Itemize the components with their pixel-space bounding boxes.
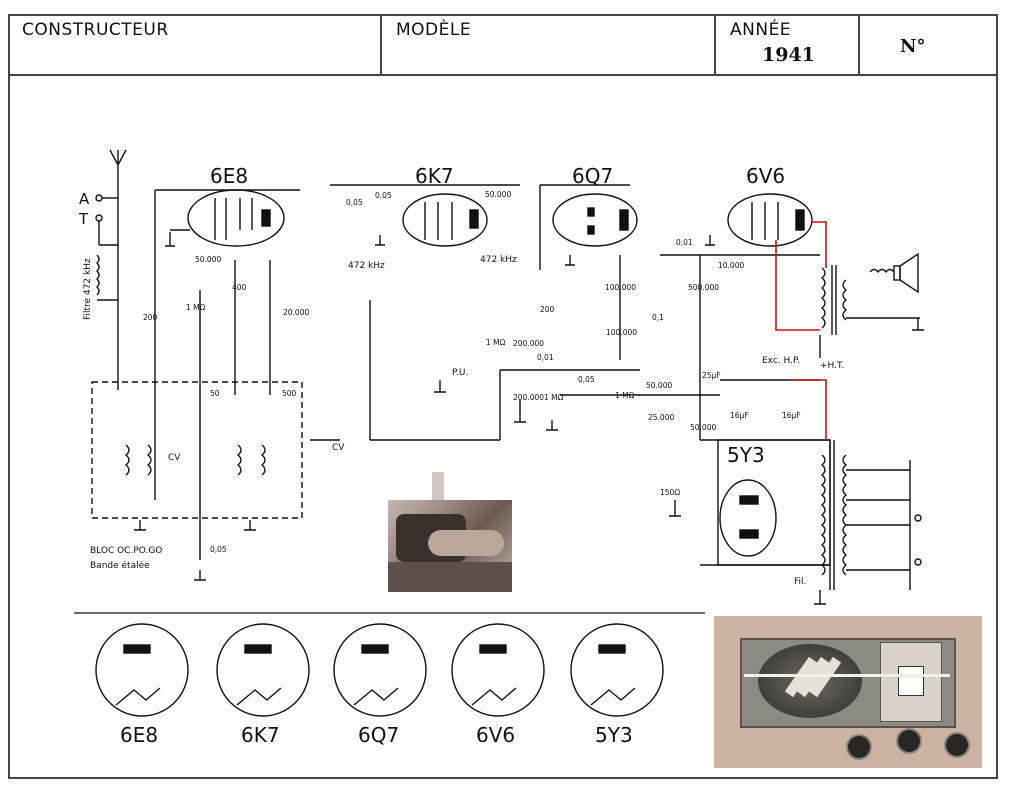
socket-electrode (479, 644, 507, 654)
component-value: 0,05 (346, 198, 363, 207)
cv-label-2: CV (332, 443, 345, 453)
component-value: 1 MΩ (186, 303, 206, 312)
component-value: 50.000 (485, 190, 511, 199)
socket-wiring (590, 687, 636, 706)
component-value: 10.000 (718, 261, 744, 270)
cv-label-1: CV (168, 453, 181, 463)
schematic-sheet: CONSTRUCTEUR MODÈLE ANNÉE 1941 N° (8, 14, 998, 779)
constructeur-label: CONSTRUCTEUR (22, 20, 169, 40)
antenna-label-a: A (79, 190, 90, 208)
socket-label: 6K7 (241, 723, 280, 747)
component-value: 16µF (782, 411, 801, 420)
component-value: 200.000 (513, 339, 544, 348)
component-value: 50.000 (690, 423, 716, 432)
socket-electrode (598, 644, 626, 654)
component-value: 16µF (730, 411, 749, 420)
component-value: 50.000 (646, 381, 672, 390)
component-value: 0,05 (375, 191, 392, 200)
tube-socket-diagram (333, 623, 427, 717)
component-value: 0,01 (676, 238, 693, 247)
header-table: CONSTRUCTEUR MODÈLE ANNÉE 1941 N° (10, 16, 996, 76)
socket-wiring (353, 687, 399, 706)
tube-socket-diagram (216, 623, 310, 717)
component-value: 25µF (702, 371, 721, 380)
component-value: 25.000 (648, 413, 674, 422)
socket-electrode (361, 644, 389, 654)
tube-socket-diagram (451, 623, 545, 717)
tube-label-6q7: 6Q7 (572, 164, 613, 188)
component-value: 100.000 (606, 328, 637, 337)
component-value: 0,05 (578, 375, 595, 384)
numero-cell: N° (860, 16, 996, 74)
if-label-2: 472 kHz (480, 255, 517, 265)
antenna-label-t: T (78, 210, 89, 228)
annee-value: 1941 (762, 44, 815, 66)
component-value: 200 (143, 313, 158, 322)
modele-label: MODÈLE (396, 20, 472, 40)
tube-label-5y3: 5Y3 (727, 443, 765, 467)
component-value: 400 (232, 283, 247, 292)
component-value: 1 MΩ (544, 393, 564, 402)
modele-cell: MODÈLE (382, 16, 716, 74)
socket-electrode (123, 644, 151, 654)
component-value: 200.000 (513, 393, 544, 402)
component-value: 500 (282, 389, 297, 398)
socket-wiring (471, 687, 517, 706)
tube-socket-diagram (95, 623, 189, 717)
component-value: 1 MΩ (486, 338, 506, 347)
component-values: 0,05 50.000 50.000 400 20.000 1 MΩ 200 0,05 0,01… (143, 190, 801, 554)
filter-label: Filtre 472 kHz (83, 258, 93, 320)
bloc-label: BLOC OC.PO.GO (90, 546, 162, 556)
annee-cell: ANNÉE 1941 (716, 16, 860, 74)
socket-label: 6E8 (120, 723, 158, 747)
socket-label: 6Q7 (358, 723, 399, 747)
component-value: 150Ω (660, 488, 680, 497)
radio-photo (714, 616, 982, 768)
pu-label: P.U. (452, 368, 468, 378)
bande-label: Bande étalée (90, 560, 150, 571)
component-value: 20.000 (283, 308, 309, 317)
tube-socket-diagram (570, 623, 664, 717)
component-value: 100.000 (605, 283, 636, 292)
tube-label-6v6: 6V6 (746, 164, 785, 188)
annee-label: ANNÉE (730, 20, 792, 40)
component-value: 50 (210, 389, 220, 398)
component-value: 0,1 (652, 313, 664, 322)
component-value: 0,01 (537, 353, 554, 362)
hp-label: Exc. H.P. (762, 356, 800, 366)
ht-label-output: +H.T. (820, 361, 844, 371)
socket-label: 5Y3 (595, 723, 633, 747)
tube-label-6e8: 6E8 (210, 164, 248, 188)
component-value: 50.000 (195, 255, 221, 264)
component-value: 1 MΩ (615, 391, 635, 400)
socket-wiring (115, 687, 161, 706)
socket-wiring (236, 687, 282, 706)
socket-label: 6V6 (476, 723, 515, 747)
component-value: 0,05 (210, 545, 227, 554)
component-value: 200 (540, 305, 555, 314)
if-label-1: 472 kHz (348, 261, 385, 271)
chassis-photo (388, 472, 512, 592)
fil-label: Fil. (794, 577, 806, 587)
component-value: 500.000 (688, 283, 719, 292)
tube-label-6k7: 6K7 (415, 164, 454, 188)
numero-label: N° (900, 36, 926, 57)
constructeur-cell: CONSTRUCTEUR (10, 16, 382, 74)
socket-electrode (244, 644, 272, 654)
